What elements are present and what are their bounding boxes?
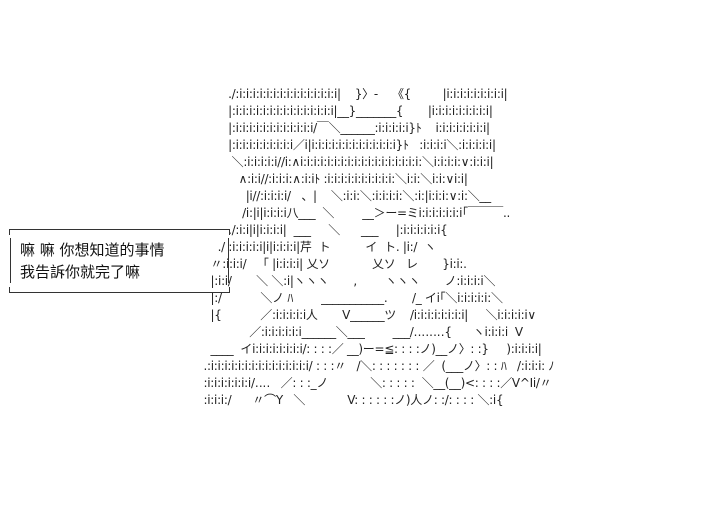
ascii-art-line: :i:i:i:/ 〃⌒Y ＼ V: : : : : :ノ)人ノ: :/: : :… [200,393,504,407]
ascii-art-line: |{ ／:i:i:i:i:i人 V______ツ /i:i:i:i:i:i:i:… [200,308,537,322]
ascii-art-line: /i:|i|i:i:i:i八___ ＼ __＞ー=ミi:i:i:i:i:i:i｢… [200,206,511,220]
speech-bubble-top-border [9,229,230,235]
speech-bubble: 嘛 嘛 你想知道的事情 我告訴你就完了嘛 [9,229,230,293]
speech-line-2: 我告訴你就完了嘛 [20,263,141,281]
ascii-art-line: |:i:i:i:i:i:i:i:i:i／i|i:i:i:i:i:i:i:i:i:… [200,138,496,152]
ascii-art-line: 〃:i:i:i/ 「 |i:i:i:i| 乂ソ 乂ソ レ }i:i:. [200,257,467,271]
ascii-art-line: ____ イi:i:i:i:i:i:i:i/: : : :／ __)ー=≦: :… [200,342,542,356]
ascii-art-line: ./ :i:i:i:i:i|i|i:i:i:i|芹 ト イ ト. |i:/ ヽ [200,240,437,254]
ascii-art-line: ./:i:i|i|i:i:i:i| ___ ＼ ___ |:i:i:i:i:i:… [200,223,448,237]
ascii-art-line: |:i:i:i:i:i:i:i:i:i:i:i:i:i:i:i|__}_____… [200,104,493,118]
speech-bubble-bottom-border [9,287,230,293]
ascii-art-line: :i:i:i:i:i:i:i/‥‥ ／: : :_ノ ＼: : : : : ＼_… [200,376,552,390]
speech-line-1: 嘛 嘛 你想知道的事情 [20,241,165,259]
speech-bubble-right-border [228,238,229,283]
ascii-art-line: |:/ ＼ノ ﾊ ___________. /_ イi｢＼i:i:i:i:i:＼ [200,291,503,305]
ascii-art-figure: ./:i:i:i:i:i:i:i:i:i:i:i:i:i:i:i| }〉- 《{… [200,86,718,409]
ascii-art-line: |:i:i/ ＼ ＼:i|ヽヽヽ , ヽヽヽ ノ:i:i:i:i＼ [200,274,496,288]
ascii-art-line: |i//:i:i:i:i/ 、| ＼:i:i:＼:i:i:i:i:＼:i:|i:… [200,189,491,203]
ascii-art-line: .:i:i:i:i:i:i:i:i:i:i:i:i:i:i:i/ : : :〃 … [200,359,555,373]
ascii-art-line: ／:i:i:i:i:i:i______＼___ ___/‥‥‥‥{ ヽi:i:i… [200,325,523,339]
ascii-art-line: ./:i:i:i:i:i:i:i:i:i:i:i:i:i:i:i| }〉- 《{… [200,87,508,101]
speech-bubble-left-border [10,238,11,283]
ascii-art-line: ＼:i:i:i:i:i//i:∧i:i:i:i:i:i:i:i:i:i:i:i:… [200,155,494,169]
ascii-art-line: |:i:i:i:i:i:i:i:i:i:i:i:i/￣＼______:i:i:i… [200,121,490,135]
ascii-art-line: ∧:i:i//:i:i:i:∧:i:iﾄ :i:i:i:i:i:i:i:i:i:… [200,172,468,186]
